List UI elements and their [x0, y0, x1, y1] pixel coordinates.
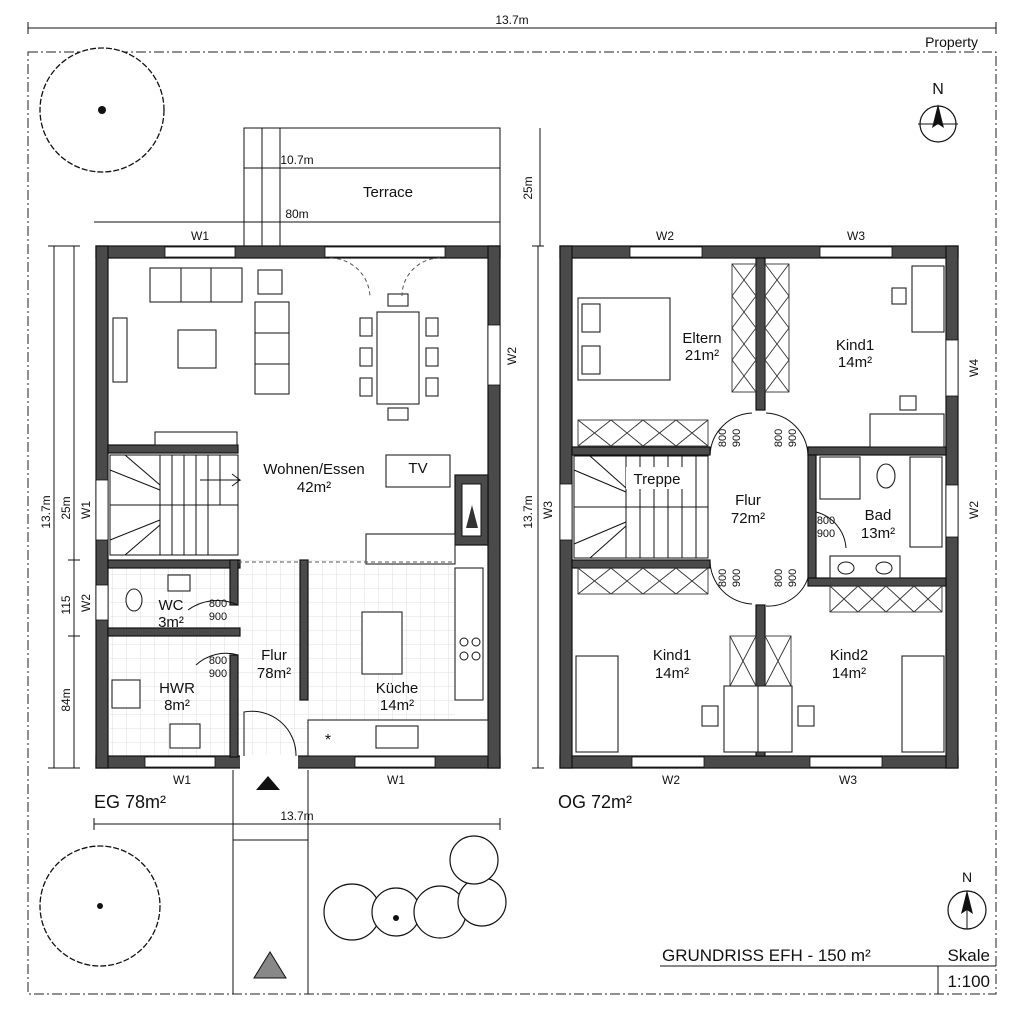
og-door-label: 800: [717, 569, 729, 587]
eg-title: EG 78m²: [94, 792, 166, 812]
eg-room-hwr-name: HWR: [159, 680, 195, 697]
eg-room-kueche-area: 14m²: [380, 697, 414, 714]
og-door-label: 800: [817, 515, 835, 527]
og-room-flur-name: Flur: [735, 492, 761, 509]
og-window-right-upper: W4: [967, 359, 981, 377]
og-window-top-left: W2: [656, 229, 674, 243]
og-left-dim: 13.7m: [521, 495, 535, 528]
og-title: OG 72m²: [558, 792, 632, 812]
og-door-label: 900: [787, 429, 799, 447]
eg-window-right: W2: [505, 347, 519, 365]
eg-left-dim: 115: [59, 595, 73, 614]
eg-door-label: 900: [209, 611, 227, 623]
og-room-treppe: Treppe: [634, 471, 681, 488]
og-door-label: 900: [787, 569, 799, 587]
property-label: Property: [925, 34, 978, 50]
eg-left-dim: 25m: [59, 496, 73, 519]
svg-text:Terrace: Terrace: [363, 184, 413, 201]
eg-left-dim: 13.7m: [39, 495, 53, 528]
eg-room-flur-area: 78m²: [257, 665, 291, 682]
og-room-kind2-area: 14m²: [832, 665, 866, 682]
svg-text:*: *: [325, 732, 331, 749]
eg-door-label: 800: [209, 655, 227, 667]
og-door-label: 800: [773, 429, 785, 447]
og-room-kind1b-name: Kind1: [653, 647, 691, 664]
eg-room-hwr-area: 8m²: [164, 697, 190, 714]
tree-icon: [39, 845, 161, 967]
property-boundary: [27, 51, 997, 995]
og-door-label: 800: [717, 429, 729, 447]
og-window-bottom-right: W3: [839, 773, 857, 787]
svg-text:N: N: [962, 869, 972, 885]
og-window-right-lower: W2: [967, 501, 981, 519]
eg-tv-label: TV: [408, 460, 427, 477]
eg-floor-plan: *: [95, 245, 501, 769]
og-room-flur-area: 72m²: [731, 510, 765, 527]
site-entry-arrow-icon: [253, 951, 287, 979]
eg-room-wc-name: WC: [159, 597, 184, 614]
og-door-label: 900: [731, 429, 743, 447]
eg-window-left-lower: W2: [79, 594, 93, 612]
property-width-label: 13.7m: [495, 13, 528, 27]
eg-room-wc-area: 3m²: [158, 614, 184, 631]
og-room-bad-name: Bad: [865, 507, 892, 524]
svg-text:25m: 25m: [521, 176, 535, 199]
stairs-icon: [109, 454, 242, 556]
eg-room-wohnen-area: 42m²: [297, 479, 331, 496]
og-room-kind1b-area: 14m²: [655, 665, 689, 682]
eg-door-label: 900: [209, 668, 227, 680]
og-room-kind2-name: Kind2: [830, 647, 868, 664]
eg-window-bottom-right: W1: [387, 773, 405, 787]
eg-window-left-upper: W1: [79, 501, 93, 519]
og-room-bad-area: 13m²: [861, 525, 895, 542]
og-door-label: 900: [817, 528, 835, 540]
og-room-kind1a-name: Kind1: [836, 337, 874, 354]
eg-left-dim: 84m: [59, 688, 73, 711]
eg-window-bottom-left: W1: [173, 773, 191, 787]
eg-bottom-dim: 13.7m: [280, 809, 313, 823]
title-block: GRUNDRISS EFH - 150 m² Skale 1:100: [660, 946, 996, 994]
north-arrow-icon: N: [947, 869, 987, 930]
svg-text:80m: 80m: [285, 207, 308, 221]
scale-label: Skale: [947, 946, 990, 965]
og-window-left: W3: [541, 501, 555, 519]
og-door-label: 800: [773, 569, 785, 587]
eg-window-top: W1: [191, 229, 209, 243]
og-room-eltern-name: Eltern: [682, 330, 721, 347]
scale-value: 1:100: [947, 972, 990, 991]
og-room-eltern-area: 21m²: [685, 347, 719, 364]
eg-door-label: 800: [209, 598, 227, 610]
shrub-icon: [323, 835, 507, 941]
og-window-bottom-left: W2: [662, 773, 680, 787]
svg-text:10.7m: 10.7m: [280, 153, 313, 167]
north-arrow-icon: N: [918, 81, 958, 143]
tree-icon: [39, 47, 165, 173]
og-window-top-right: W3: [847, 229, 865, 243]
og-floor-plan: [559, 245, 959, 769]
terrace: 10.7m Terrace 80m 25m: [94, 127, 541, 247]
og-door-label: 900: [731, 569, 743, 587]
entrance-arrow-icon: [256, 776, 280, 790]
eg-room-flur-name: Flur: [261, 647, 287, 664]
eg-room-kueche-name: Küche: [376, 680, 419, 697]
svg-text:N: N: [932, 81, 944, 98]
eg-room-wohnen-name: Wohnen/Essen: [263, 461, 364, 478]
drawing-title: GRUNDRISS EFH - 150 m²: [662, 946, 871, 965]
og-room-kind1a-area: 14m²: [838, 354, 872, 371]
